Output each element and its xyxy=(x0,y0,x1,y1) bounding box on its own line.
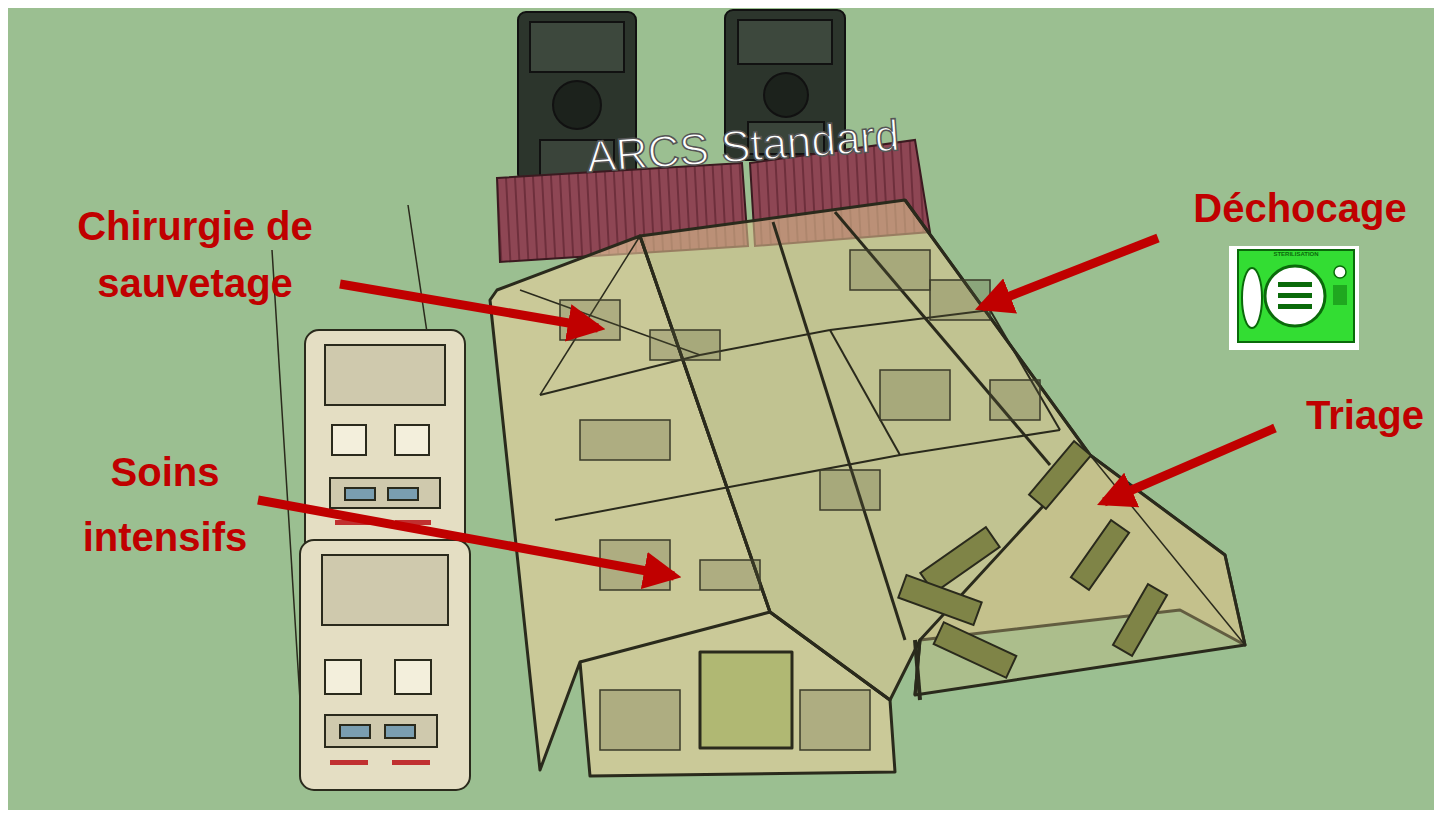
area-label: Soins intensifs xyxy=(40,440,290,570)
sterilisation-icon xyxy=(1229,246,1359,350)
background xyxy=(8,8,1434,810)
area-label: Chirurgie de sauvetage xyxy=(40,198,350,312)
area-label: Triage xyxy=(1285,390,1440,440)
icon-caption: STERILISATION xyxy=(1248,250,1344,258)
area-label: Déchocage xyxy=(1170,183,1430,233)
stretcher xyxy=(898,441,1167,678)
pointer-arrow xyxy=(258,238,1275,576)
equipment xyxy=(560,250,1040,750)
